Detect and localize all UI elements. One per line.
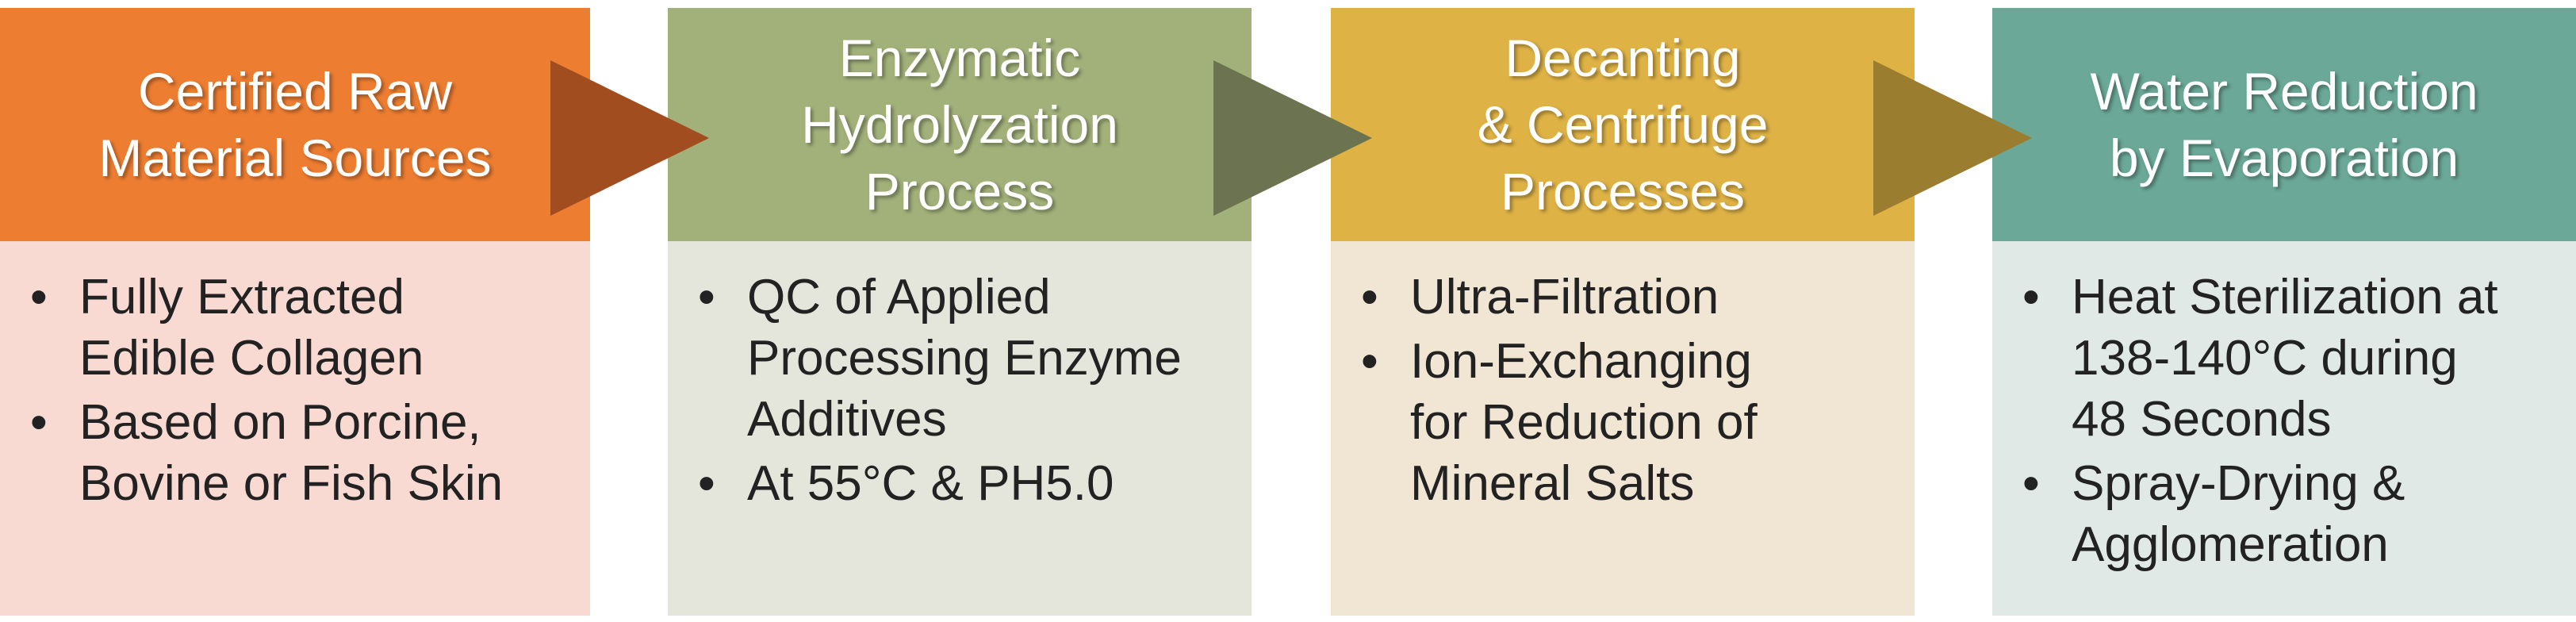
bullet-text-line: Fully Extracted (79, 270, 405, 324)
bullet-text-line: At 55°C & PH5.0 (747, 456, 1114, 511)
bullet-text-line: Ultra-Filtration (1410, 270, 1719, 324)
bullet-dot-icon: • (698, 456, 715, 511)
bullet-text-line: Agglomeration (2072, 517, 2389, 572)
bullet-dot-icon: • (2022, 270, 2040, 324)
bullet-text-line: Mineral Salts (1410, 456, 1695, 511)
step-title-line: Processes (1500, 162, 1746, 221)
bullet-text-line: Additives (747, 392, 947, 447)
bullet-text-line: Processing Enzyme (747, 331, 1182, 386)
step-title-line: Hydrolyzation (801, 95, 1118, 154)
step-title-line: Process (864, 162, 1055, 221)
bullet-text-line: QC of Applied (747, 270, 1051, 324)
bullet-list: • Ultra-Filtration • Ion-Exchanging for Redu… (1359, 267, 1891, 514)
bullet-item: • At 55°C & PH5.0 (696, 453, 1228, 514)
bullet-dot-icon: • (698, 270, 715, 324)
bullet-item: • Ultra-Filtration (1359, 267, 1891, 328)
step-details: • Heat Sterilization at 138-140°C during 48… (1992, 241, 2576, 616)
arrow-shape (1873, 60, 2032, 216)
arrow-shape (1213, 60, 1372, 216)
bullet-text-line: for Reduction of (1410, 395, 1758, 450)
right-triangle-arrow-icon (550, 60, 709, 216)
bullet-dot-icon: • (2022, 456, 2040, 511)
step-title-line: Enzymatic (838, 29, 1081, 87)
step-title-line: Certified Raw (137, 62, 453, 121)
step-title-line: Decanting (1505, 29, 1741, 87)
step-title: Water Reduction by Evaporation (2058, 58, 2509, 191)
step-title-line: by Evaporation (2109, 129, 2459, 187)
bullet-dot-icon: • (1361, 270, 1378, 324)
process-step-4: Water Reduction by Evaporation • Heat Steri… (1992, 8, 2576, 616)
bullet-text-line: Edible Collagen (79, 331, 424, 386)
bullet-text-line: Spray-Drying & (2072, 456, 2405, 511)
bullet-text-line: Ion-Exchanging (1410, 334, 1752, 389)
bullet-text-line: Based on Porcine, (79, 395, 481, 450)
step-details: • Ultra-Filtration • Ion-Exchanging for Redu… (1331, 241, 1915, 616)
right-triangle-arrow-icon (1213, 60, 1372, 216)
step-title-line: Material Sources (98, 129, 492, 187)
bullet-item: • Spray-Drying & Agglomeration (2021, 453, 2552, 575)
bullet-text-line: Heat Sterilization at (2072, 270, 2498, 324)
bullet-dot-icon: • (1361, 334, 1378, 389)
bullet-text-line: Bovine or Fish Skin (79, 456, 504, 511)
bullet-text-line: 138-140°C during (2072, 331, 2458, 386)
bullet-dot-icon: • (30, 395, 48, 450)
step-title-line: Water Reduction (2090, 62, 2478, 121)
step-title-line: & Centrifuge (1477, 95, 1769, 154)
step-header: Water Reduction by Evaporation (1992, 8, 2576, 241)
bullet-item: • Ion-Exchanging for Reduction of Mineral S… (1359, 331, 1891, 514)
bullet-item: • Based on Porcine, Bovine or Fish Skin (29, 392, 566, 514)
bullet-item: • Heat Sterilization at 138-140°C during 48… (2021, 267, 2552, 450)
arrow-shape (550, 60, 709, 216)
bullet-list: • Heat Sterilization at 138-140°C during 48… (2021, 267, 2552, 575)
bullet-text-line: 48 Seconds (2072, 392, 2332, 447)
bullet-dot-icon: • (30, 270, 48, 324)
right-triangle-arrow-icon (1873, 60, 2032, 216)
